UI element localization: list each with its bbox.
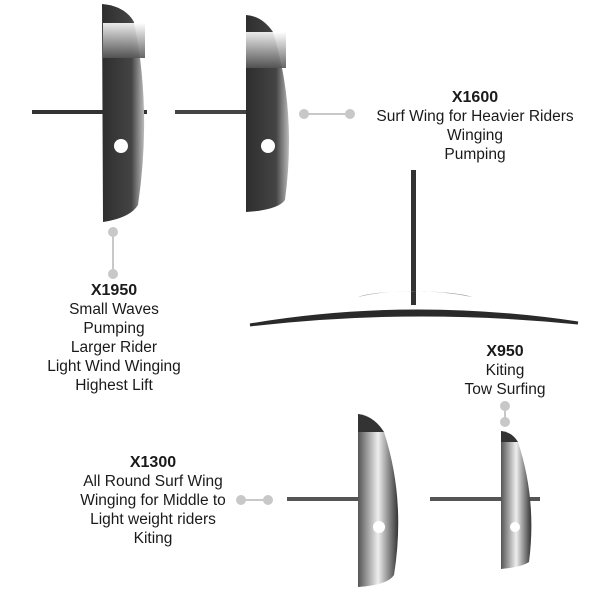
x1600-feature: Pumping (444, 146, 506, 163)
x950-wing (430, 431, 540, 569)
x1950-feature: Larger Rider (70, 339, 158, 356)
x1950-feature: Pumping (83, 320, 145, 337)
x1300-feature: Winging for Middle to (80, 492, 226, 509)
front-view-foil (249, 170, 579, 327)
x1950-feature: Highest Lift (75, 377, 153, 394)
x1950-feature: Light Wind Winging (47, 358, 181, 375)
x1300-label: X1300 All Round Surf Wing Winging for Mi… (70, 453, 236, 548)
x1300-feature: Kiting (133, 530, 173, 547)
x1300-feature: All Round Surf Wing (83, 473, 223, 490)
x950-model: X950 (486, 343, 524, 360)
x1950-model: X1950 (90, 282, 138, 299)
x1600-label: X1600 Surf Wing for Heavier Riders Wingi… (355, 88, 595, 164)
x1600-feature: Surf Wing for Heavier Riders (376, 108, 574, 125)
connectors (108, 109, 510, 505)
x1300-feature: Light weight riders (90, 511, 216, 528)
x1950-label: X1950 Small Waves Pumping Larger Rider L… (10, 281, 218, 395)
x1300-wing (287, 414, 399, 587)
x1300-model: X1300 (129, 454, 177, 471)
x950-feature: Kiting (485, 362, 525, 379)
x950-feature: Tow Surfing (464, 381, 546, 398)
x1950-wing (32, 4, 147, 222)
x1950-feature: Small Waves (69, 301, 159, 318)
x1600-feature: Winging (447, 127, 503, 144)
x1600-wing (175, 15, 289, 212)
x1600-model: X1600 (451, 89, 499, 106)
x950-label: X950 Kiting Tow Surfing (445, 342, 565, 399)
